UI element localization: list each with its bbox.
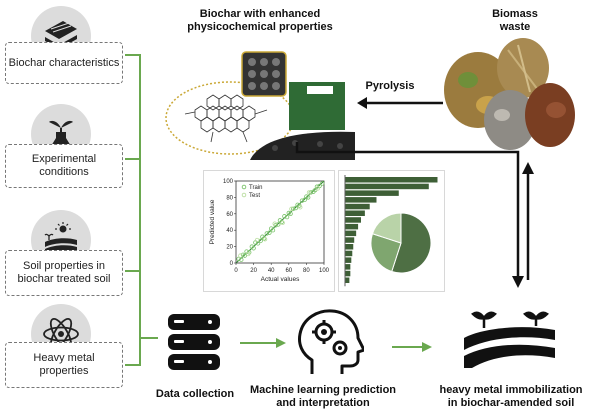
- importance-bar: [345, 270, 351, 277]
- scatter-point: [288, 211, 293, 216]
- importance-bar: [345, 244, 354, 250]
- importance-bar: [345, 177, 438, 183]
- flow-arrows-black: [295, 142, 534, 288]
- y-tick-label: 20: [226, 245, 233, 251]
- biomass-title: Biomass waste: [492, 8, 538, 33]
- x-tick-label: 40: [268, 268, 275, 274]
- pie-slice: [391, 212, 432, 274]
- category-label: Biochar characteristics: [8, 56, 120, 69]
- ml-prediction-label: Machine learning prediction and interpre…: [249, 384, 397, 409]
- importance-bar: [345, 203, 370, 210]
- legend-marker: [241, 184, 247, 190]
- scatter-point: [272, 221, 277, 226]
- importance-bar-pie-chart: [344, 175, 438, 287]
- biochar-title: Biochar with enhanced physicochemical pr…: [187, 8, 333, 33]
- plot-frame: [235, 180, 325, 264]
- soil-plants-icon: [464, 311, 555, 368]
- scatter-point: [261, 236, 267, 241]
- x-tick-label: 80: [303, 268, 310, 274]
- scatter-point: [315, 186, 321, 191]
- pie-slice: [370, 233, 402, 273]
- pyrolysis-arrow: [357, 97, 443, 109]
- y-tick-label: 80: [226, 195, 233, 201]
- immobilization-label: heavy metal immobilization in biochar-am…: [439, 384, 583, 409]
- legend-label: Test: [249, 193, 260, 199]
- category-box-soil: Soil properties in biochar treated soil: [5, 250, 123, 296]
- data-collection-label: Data collection: [155, 388, 235, 400]
- legend-marker: [241, 192, 247, 198]
- y-axis-label: Predicted value: [209, 199, 216, 244]
- x-tick-label: 60: [285, 268, 292, 274]
- scatter-point: [298, 205, 303, 210]
- importance-bar: [345, 264, 351, 270]
- category-box-heavy-metal: Heavy metal properties: [5, 342, 123, 388]
- scatter-point: [264, 231, 269, 236]
- y-tick-label: 40: [226, 228, 233, 234]
- scatter-point: [239, 257, 244, 262]
- x-tick-label: 20: [250, 268, 257, 274]
- importance-bar: [345, 277, 350, 283]
- database-icon: [168, 314, 220, 370]
- scatter-point: [289, 206, 294, 212]
- scatter-point: [270, 228, 276, 233]
- category-label: Experimental conditions: [31, 153, 97, 178]
- scatter-point: [238, 253, 243, 258]
- scatter-point: [293, 205, 299, 211]
- y-tick-label: 100: [223, 179, 234, 185]
- y-tick-label: 60: [226, 212, 233, 218]
- importance-bar: [345, 210, 365, 216]
- importance-bar: [345, 237, 355, 243]
- x-tick-label: 0: [234, 268, 238, 274]
- importance-bar: [345, 183, 429, 190]
- scatter-point: [251, 246, 256, 251]
- importance-bar: [345, 257, 352, 263]
- scatter-point: [308, 190, 313, 195]
- category-label: Heavy metal properties: [33, 352, 95, 377]
- scatter-point: [267, 230, 272, 235]
- importance-bar: [345, 190, 399, 196]
- importance-bar: [345, 250, 353, 257]
- scatter-point: [242, 253, 247, 258]
- legend-label: Train: [249, 185, 262, 191]
- scatter-point: [280, 220, 285, 226]
- importance-bar: [345, 217, 361, 223]
- scatter-point: [246, 251, 251, 257]
- category-box-experimental: Experimental conditions: [5, 144, 123, 188]
- importance-bar: [345, 223, 359, 230]
- category-bracket: [125, 54, 158, 366]
- importance-bar: [345, 197, 377, 203]
- scatter-point: [320, 181, 325, 186]
- category-label: Soil properties in biochar treated soil: [17, 260, 111, 285]
- importance-bar: [345, 230, 357, 237]
- scatter-point: [262, 237, 268, 242]
- pie-slice: [371, 212, 402, 244]
- scatter-point: [302, 197, 307, 203]
- scatter-point: [306, 190, 312, 195]
- pyrolysis-label: Pyrolysis: [365, 80, 415, 92]
- scatter-point: [236, 256, 241, 262]
- scatter-point: [282, 214, 287, 219]
- x-tick-label: 100: [319, 268, 330, 274]
- scatter-point: [290, 206, 296, 212]
- scatter-point: [254, 237, 260, 243]
- scatter-point: [305, 195, 311, 200]
- scatter-point: [279, 219, 284, 225]
- ml-head-gears-icon: [298, 309, 364, 374]
- arrow-to-ml: [240, 338, 286, 348]
- category-box-biochar: Biochar characteristics: [5, 42, 123, 84]
- arrow-to-immobilization: [392, 342, 432, 352]
- scatter-point: [284, 214, 290, 220]
- x-axis-label: Actual values: [261, 276, 300, 283]
- y-tick-label: 0: [230, 261, 234, 267]
- biomass-waste-images: [444, 38, 575, 150]
- importance-chart-panel: [338, 170, 445, 292]
- scatter-point: [299, 198, 305, 203]
